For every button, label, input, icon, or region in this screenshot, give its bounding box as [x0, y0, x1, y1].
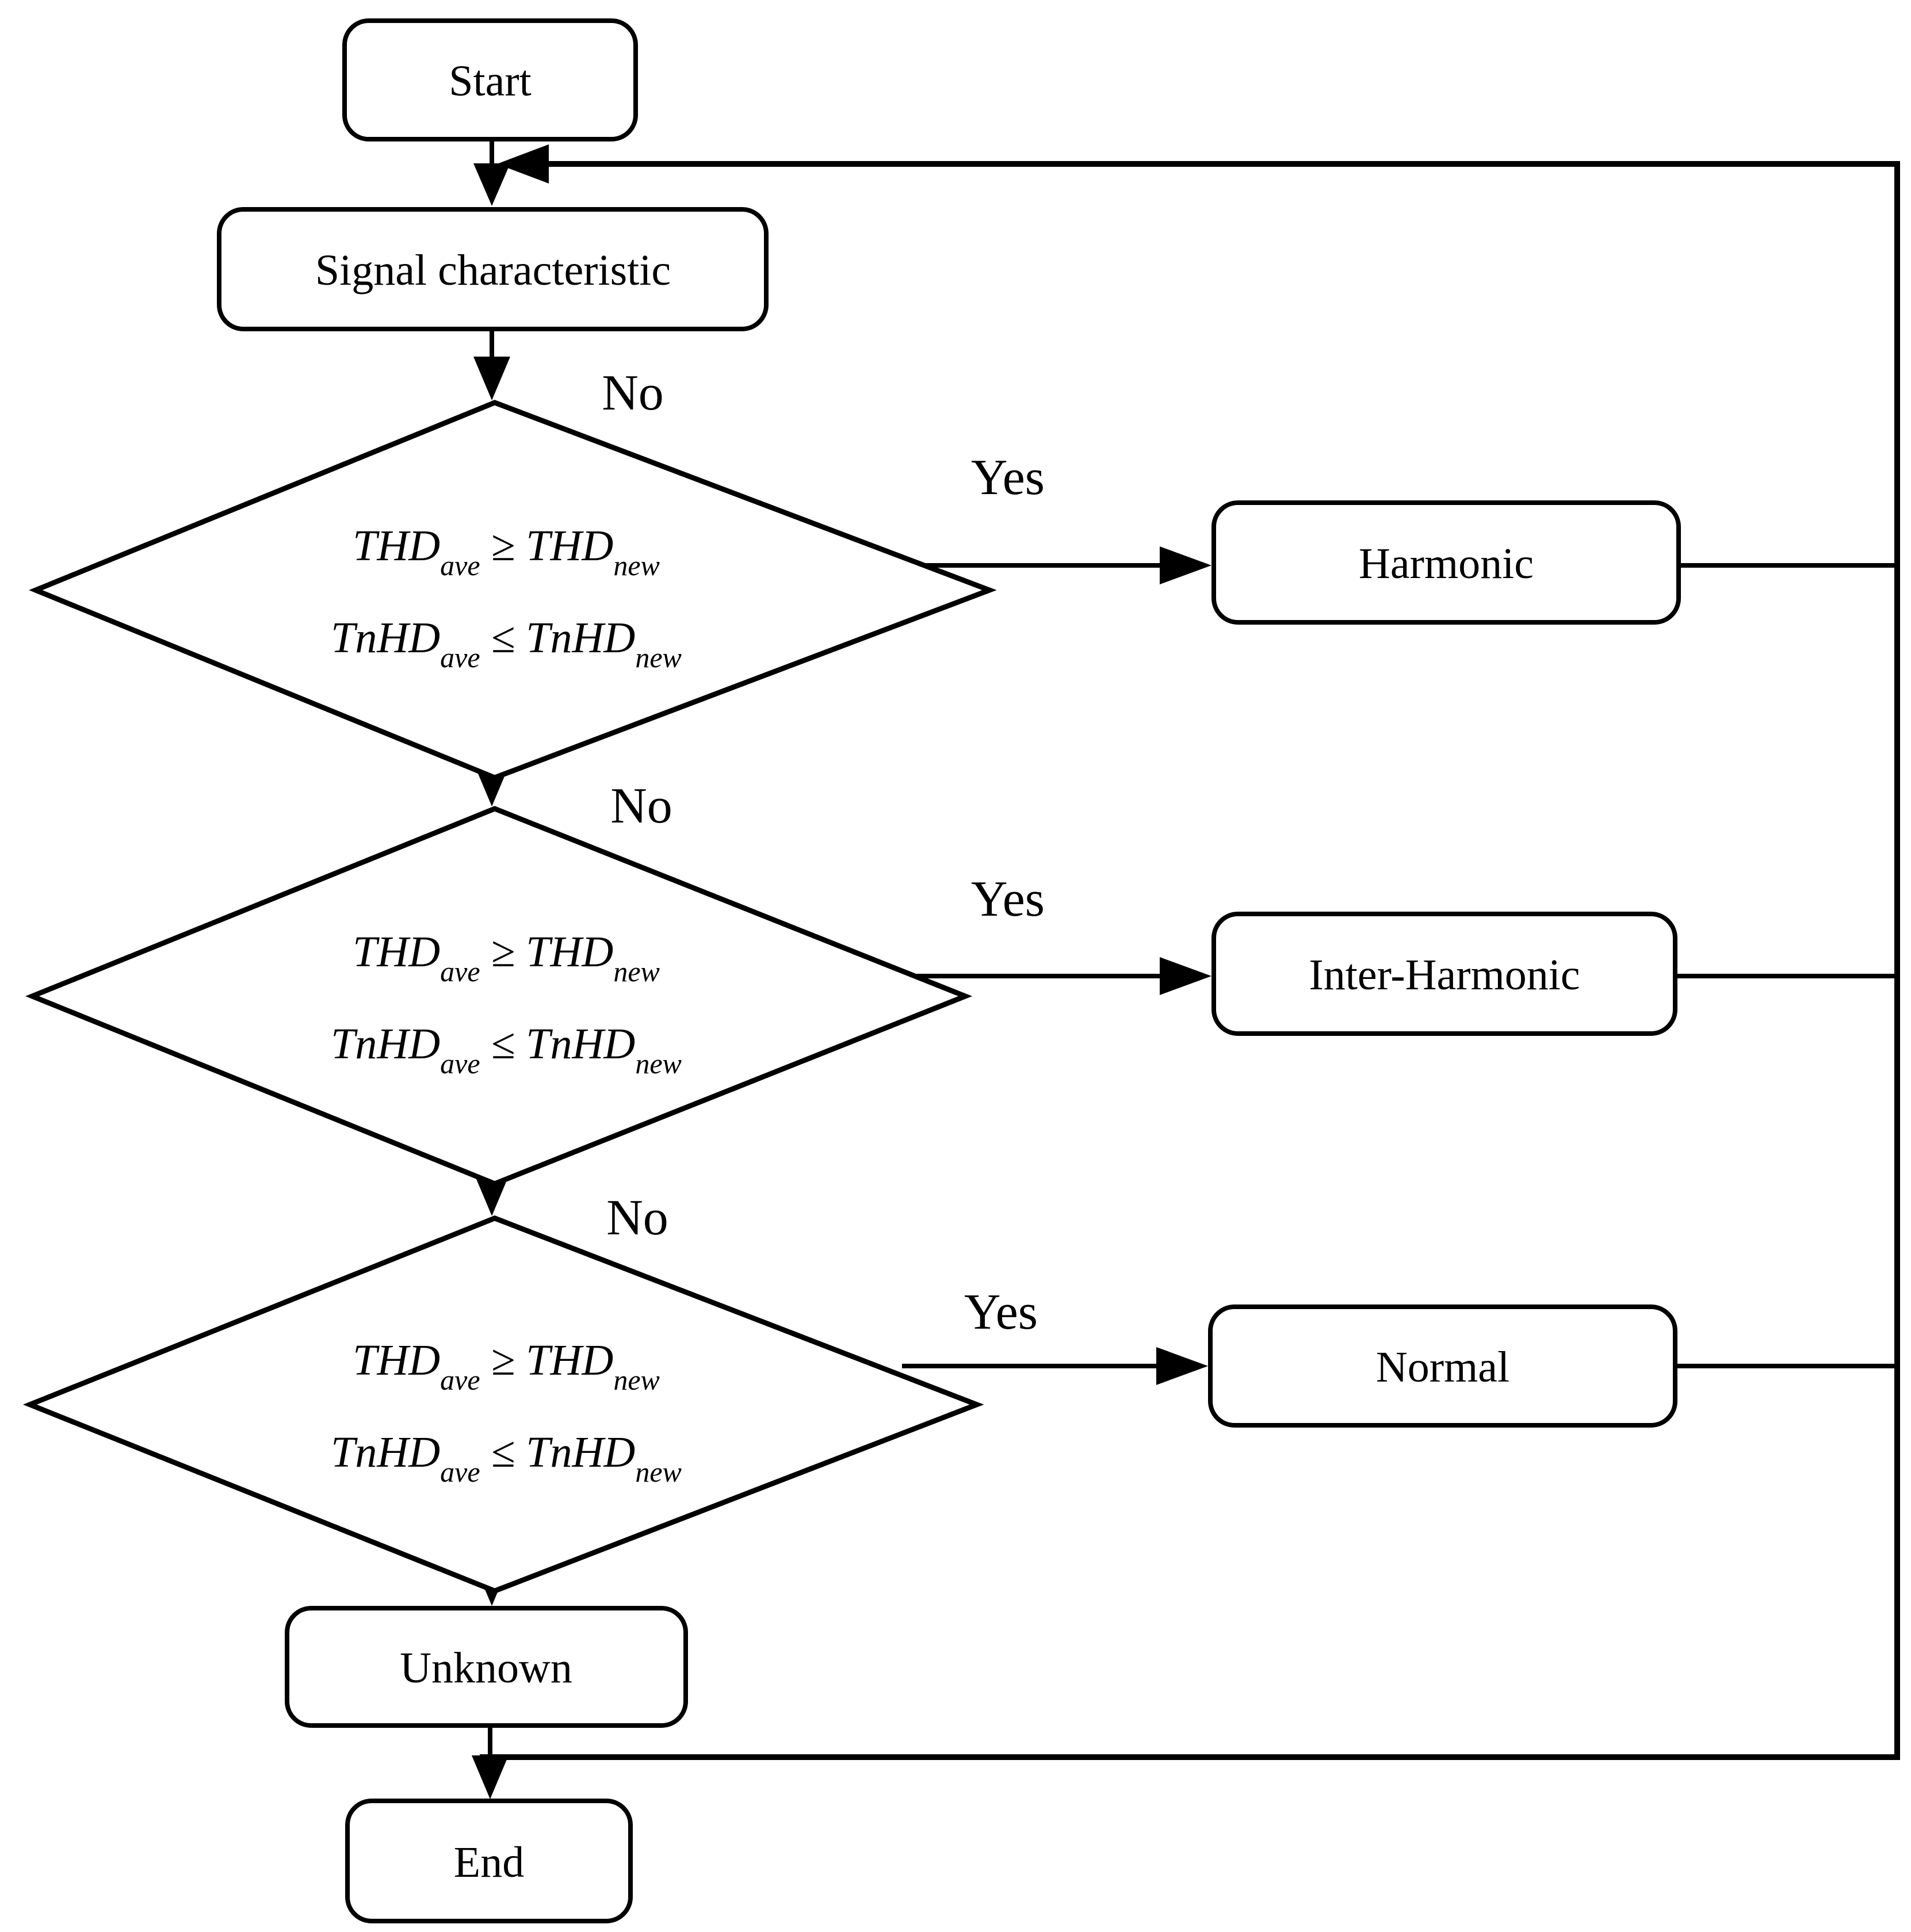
harmonic-label: Harmonic — [1359, 540, 1534, 588]
decision2-cond1-rhs-sub: new — [613, 955, 660, 988]
normal-node — [1208, 1304, 1677, 1428]
decision1-condition1: THDave ≥ THDnew — [353, 522, 660, 581]
end-label: End — [454, 1838, 524, 1887]
start-label: Start — [449, 57, 532, 105]
decision1-cond1-lhs: THD — [353, 522, 440, 570]
inter-harmonic-label: Inter-Harmonic — [1309, 951, 1580, 999]
decision3-yes-label: Yes — [964, 1284, 1038, 1340]
decision3-condition1: THDave ≥ THDnew — [353, 1336, 660, 1396]
arrowhead-into-end-icon — [472, 1755, 509, 1799]
decision1-cond2-lhs-sub: ave — [440, 641, 480, 674]
unknown-label: Unknown — [400, 1644, 572, 1692]
decision2-cond2-lhs: TnHD — [331, 1020, 440, 1068]
decision2-cond2-rhs: TnHD — [526, 1020, 635, 1068]
decision3-cond1-op: ≥ — [480, 1336, 526, 1384]
decision3-cond2-lhs: TnHD — [331, 1428, 440, 1476]
arrowhead-into-signal-icon — [473, 163, 510, 206]
normal-label: Normal — [1376, 1343, 1509, 1391]
decision1-cond2-rhs: TnHD — [526, 614, 635, 662]
decision1-cond2-rhs-sub: new — [635, 641, 682, 674]
signal-characteristic-label: Signal characteristic — [315, 246, 671, 294]
decision1-cond2-lhs: TnHD — [331, 614, 440, 662]
decision3-cond1-lhs-sub: ave — [440, 1364, 480, 1396]
decision3-diamond — [22, 1215, 984, 1594]
decision3-cond2-rhs-sub: new — [635, 1456, 682, 1488]
decision1-no-label: No — [602, 365, 664, 421]
decision3-cond1-rhs-sub: new — [613, 1364, 660, 1396]
decision2-condition2: TnHDave ≤ TnHDnew — [331, 1020, 682, 1080]
decision1-cond1-rhs-sub: new — [613, 549, 660, 581]
inter-harmonic-node — [1211, 912, 1677, 1036]
feedback-loop-line — [480, 161, 1900, 1760]
arrowhead-into-inter-harmonic-icon — [1160, 957, 1211, 995]
decision2-cond1-lhs-sub: ave — [440, 955, 480, 988]
decision3-no-label: No — [606, 1190, 668, 1246]
decision2-condition1: THDave ≥ THDnew — [353, 928, 660, 988]
decision3-cond2-op: ≤ — [480, 1428, 526, 1476]
decision3-cond1-lhs: THD — [353, 1336, 440, 1384]
feedback-left-arrowhead-icon — [497, 144, 549, 183]
decision2-cond1-op: ≥ — [480, 928, 526, 976]
decision1-cond1-op: ≥ — [480, 522, 526, 570]
decision1-diamond — [29, 400, 997, 781]
unknown-node — [285, 1606, 688, 1728]
decision2-cond1-lhs: THD — [353, 928, 440, 976]
decision1-cond1-rhs: THD — [526, 522, 613, 570]
decision1-condition2: TnHDave ≤ TnHDnew — [331, 614, 682, 674]
harmonic-node — [1211, 500, 1681, 625]
decision3-cond1-rhs: THD — [526, 1336, 613, 1384]
arrowhead-into-normal-icon — [1156, 1347, 1208, 1385]
decision3-cond2-rhs: TnHD — [526, 1428, 635, 1476]
signal-characteristic-node — [217, 207, 769, 331]
arrowhead-into-decision1-icon — [473, 357, 510, 400]
decision2-cond2-op: ≤ — [480, 1020, 526, 1068]
decision2-yes-label: Yes — [971, 871, 1045, 927]
decision2-cond2-lhs-sub: ave — [440, 1047, 480, 1080]
decision1-yes-label: Yes — [971, 450, 1045, 506]
decision2-cond2-rhs-sub: new — [635, 1047, 682, 1080]
decision1-cond2-op: ≤ — [480, 614, 526, 662]
decision2-no-label: No — [610, 778, 672, 834]
decision1-cond1-lhs-sub: ave — [440, 549, 480, 581]
arrowhead-into-harmonic-icon — [1160, 546, 1211, 584]
decision2-diamond — [25, 806, 973, 1187]
decision2-cond1-rhs: THD — [526, 928, 613, 976]
decision3-condition2: TnHDave ≤ TnHDnew — [331, 1428, 682, 1488]
end-node — [345, 1799, 633, 1923]
decision3-cond2-lhs-sub: ave — [440, 1456, 480, 1488]
start-node — [342, 18, 638, 141]
